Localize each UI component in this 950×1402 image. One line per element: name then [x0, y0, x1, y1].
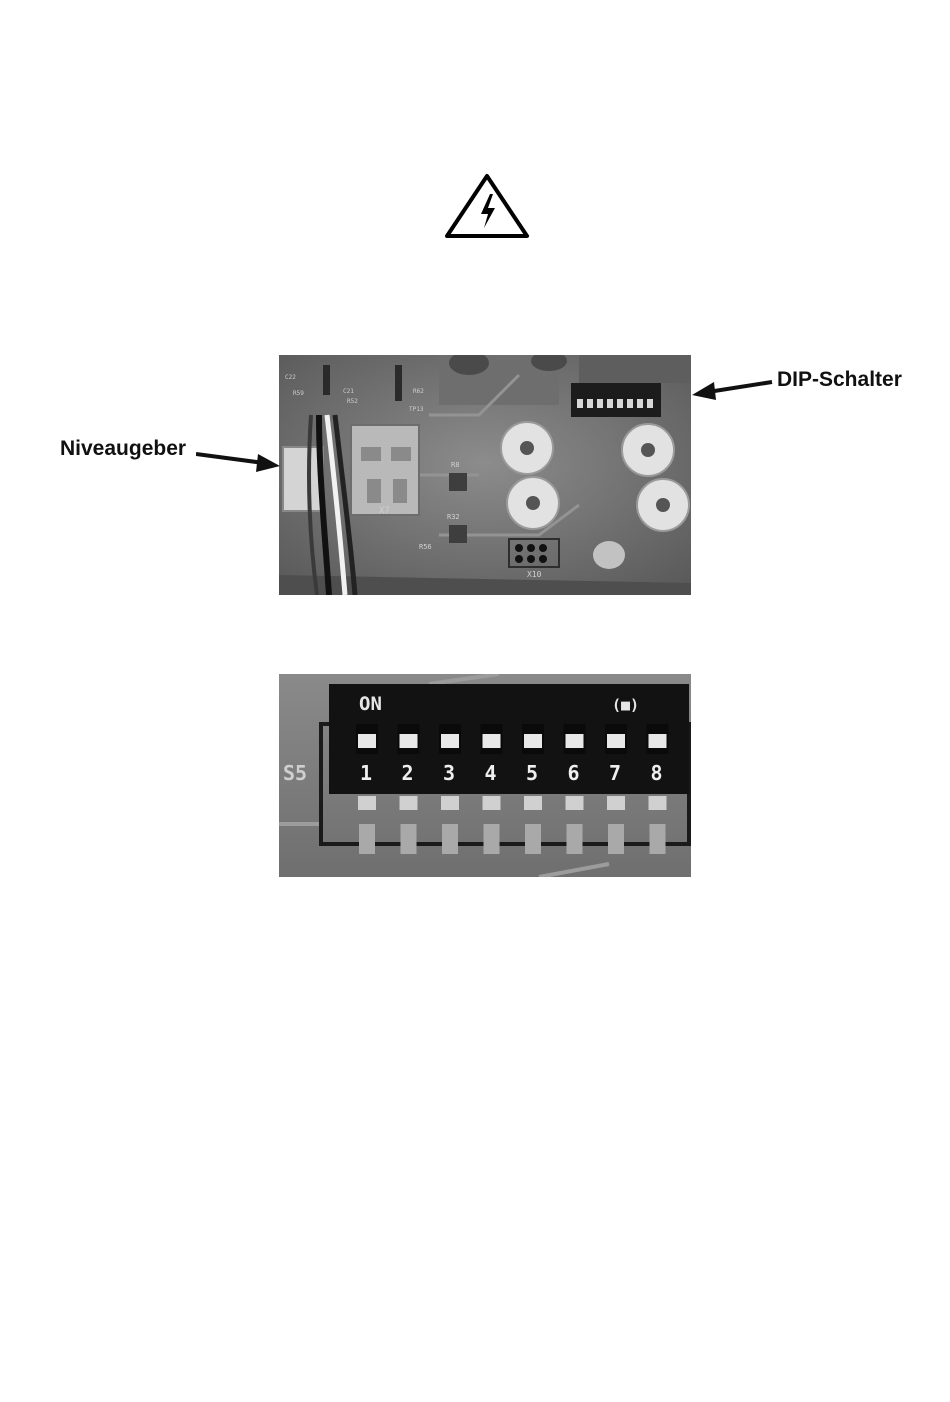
- dip-pad-3: [441, 796, 459, 810]
- dip-toggle-2: [400, 734, 418, 748]
- dip-position-label-7: 7: [609, 761, 621, 785]
- dip-pad-8: [649, 796, 667, 810]
- switch-id-label: S5: [283, 761, 307, 785]
- dip-position-label-4: 4: [485, 761, 497, 785]
- dip-toggle-5: [524, 734, 542, 748]
- terminal-label: X7: [379, 506, 390, 516]
- dip-toggle-1: [358, 734, 376, 748]
- resistor-label-r8: R8: [451, 461, 459, 469]
- dip-position-label-8: 8: [651, 761, 663, 785]
- dip-pad-2: [400, 796, 418, 810]
- dip-pin-6: [567, 824, 583, 854]
- silk-tp13: TP13: [409, 406, 424, 413]
- dip-switch-closeup-photo: ON (■) S5 1 2 3 4 5 6 7 8: [279, 674, 691, 877]
- dip-toggle-6: [566, 734, 584, 748]
- silk-r59: R59: [293, 390, 304, 397]
- dip-position-label-5: 5: [526, 761, 538, 785]
- resistor-label-r32: R32: [447, 513, 460, 521]
- dip-toggle-4: [483, 734, 501, 748]
- dip-pad-7: [607, 796, 625, 810]
- silk-r52: R52: [347, 398, 358, 405]
- dip-position-label-6: 6: [568, 761, 580, 785]
- dip-switch-callout: DIP-Schalter: [777, 368, 902, 392]
- dip-position-label-2: 2: [402, 761, 414, 785]
- dip-toggle-7: [607, 734, 625, 748]
- header-label: X10: [527, 570, 542, 579]
- dip-position-label-1: 1: [360, 761, 372, 785]
- dip-pin-2: [401, 824, 417, 854]
- dip-toggle-3: [441, 734, 459, 748]
- dip-toggle-8: [649, 734, 667, 748]
- dip-pin-1: [359, 824, 375, 854]
- dip-switch-arrow-icon: [690, 376, 774, 400]
- level-sensor-arrow-icon: [196, 448, 282, 472]
- silk-c21: C21: [343, 388, 354, 395]
- high-voltage-warning-icon: [443, 172, 531, 240]
- circuit-board-photo: X7 X10 R56 R32 R8 C22 R59 C21 R52 R62 TP…: [279, 355, 691, 595]
- level-sensor-callout: Niveaugeber: [60, 437, 186, 461]
- dip-pin-4: [484, 824, 500, 854]
- mark-label: (■): [612, 696, 639, 714]
- dip-pad-4: [483, 796, 501, 810]
- dip-position-label-3: 3: [443, 761, 455, 785]
- dip-pad-6: [566, 796, 584, 810]
- dip-pin-3: [442, 824, 458, 854]
- on-label: ON: [359, 693, 382, 715]
- resistor-label-r56: R56: [419, 543, 432, 551]
- dip-pin-8: [650, 824, 666, 854]
- silk-r62: R62: [413, 388, 424, 395]
- dip-pin-7: [608, 824, 624, 854]
- dip-pad-1: [358, 796, 376, 810]
- dip-pin-5: [525, 824, 541, 854]
- dip-pad-5: [524, 796, 542, 810]
- silk-c22: C22: [285, 374, 296, 381]
